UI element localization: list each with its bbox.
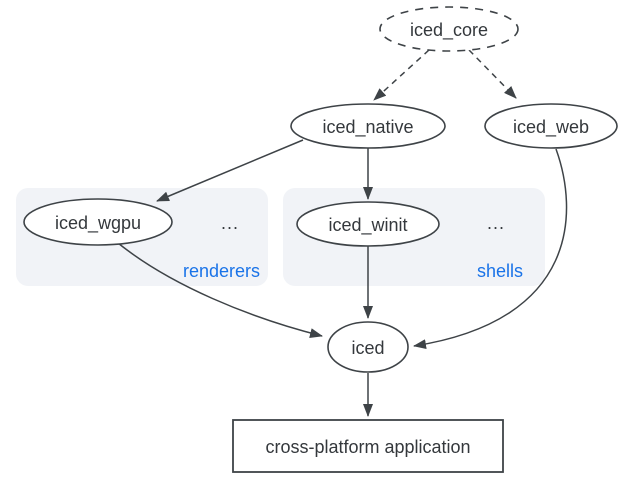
edge-iced-core-to-iced-web [468, 49, 517, 99]
node-iced: iced [327, 321, 409, 373]
node-label-iced-native: iced_native [322, 117, 413, 138]
iced-web-ellipse [484, 103, 618, 149]
edge-iced-core-to-iced-native [373, 49, 430, 101]
node-iced-winit: iced_winit [296, 201, 440, 247]
node-cross-platform-application: cross-platform application [232, 419, 504, 473]
node-label-cross-platform-application: cross-platform application [265, 437, 470, 457]
edge-iced-web-to-iced [413, 148, 568, 350]
node-label-iced-winit: iced_winit [328, 215, 407, 236]
iced-core-ellipse [379, 6, 519, 52]
iced-wgpu-ellipse [23, 198, 173, 246]
application-rect [232, 419, 504, 473]
node-label-iced: iced [351, 338, 384, 358]
group-label-shells: shells [477, 261, 523, 281]
iced-native-ellipse [290, 103, 446, 149]
node-iced-wgpu: iced_wgpu [23, 198, 173, 246]
edge-iced-native-to-iced-wgpu [156, 139, 304, 202]
renderers-ellipsis: ... [221, 213, 239, 233]
node-label-iced-web: iced_web [513, 117, 589, 138]
node-label-iced-core: iced_core [410, 20, 488, 41]
node-iced-core: iced_core [379, 6, 519, 52]
node-iced-native: iced_native [290, 103, 446, 149]
shells-ellipsis: ... [487, 213, 505, 233]
node-label-iced-wgpu: iced_wgpu [55, 213, 141, 234]
iced-winit-ellipse [296, 201, 440, 247]
iced-ellipse [327, 321, 409, 373]
edge-iced-wgpu-to-iced [117, 242, 323, 338]
group-label-renderers: renderers [183, 261, 260, 281]
node-iced-web: iced_web [484, 103, 618, 149]
